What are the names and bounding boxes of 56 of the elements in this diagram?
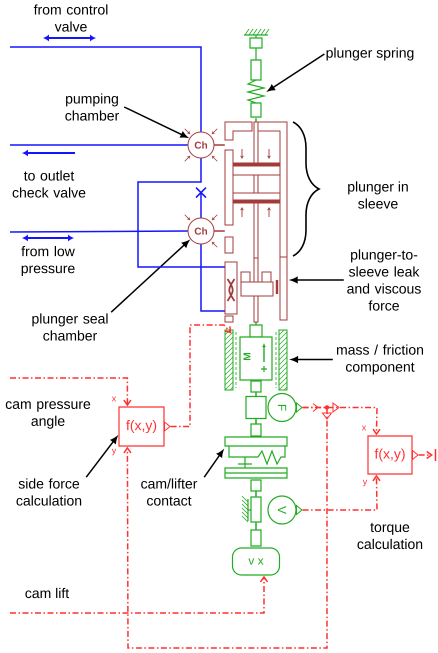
pipe-line: [214, 144, 225, 146]
text-label: plunger in sleeve: [348, 181, 408, 209]
transducer-block: [245, 396, 267, 420]
leader-arrow: [290, 276, 344, 284]
caption-text: torque calculation: [358, 522, 422, 550]
function-box: f(x,y): [118, 406, 171, 447]
pipe-line: [10, 144, 188, 146]
text-label: cam pressure angle: [6, 401, 90, 429]
callout-label: pumping chamber: [65, 93, 119, 121]
leak-damper-drawing: [224, 256, 288, 322]
callout-label: mass / friction component: [336, 344, 424, 375]
rod-line: [255, 419, 257, 424]
text-label: to outlet check valve: [12, 170, 86, 198]
pipe-line: [214, 230, 225, 232]
callout-label: plunger-to-sleeve leak and viscous force: [347, 249, 421, 311]
leader-arrow: [110, 240, 190, 313]
leader-arrow: [86, 436, 118, 478]
spring-symbol: [246, 37, 266, 118]
rod-line: [255, 322, 257, 324]
port-label: y: [362, 480, 368, 486]
rod-line: [255, 522, 257, 530]
pipe-line: [200, 244, 225, 312]
port-label: x: [362, 426, 366, 430]
signal-line: [10, 576, 268, 614]
function-box: f(x,y): [367, 435, 419, 475]
transducer-block: [250, 496, 262, 523]
leader-arrow: [124, 106, 188, 138]
callout-label: plunger spring: [326, 47, 414, 61]
signal-line: [123, 406, 328, 649]
mass-block: M: [224, 324, 288, 393]
signal-line: [170, 324, 232, 428]
text-label: from low pressure: [21, 246, 75, 276]
contact-drawing: [224, 423, 288, 492]
leader-arrow: [291, 356, 333, 363]
pipe-line: [200, 192, 202, 218]
port-label: y: [112, 448, 116, 456]
cam-block: v x: [232, 529, 280, 576]
text-label: cam lift: [25, 588, 70, 598]
callout-label: plunger seal chamber: [32, 313, 108, 341]
text-label: from control valve: [34, 4, 108, 32]
rod-line: [255, 118, 257, 122]
callout-label: side force calculation: [16, 478, 82, 506]
pipe-line: [137, 158, 225, 268]
port-label: x: [112, 396, 116, 402]
signal-line: [418, 450, 433, 460]
leader-arrow: [204, 450, 224, 478]
pipe-line: [10, 46, 202, 132]
signal-line: [10, 377, 132, 406]
leader-arrow: [268, 53, 325, 92]
rod-line: [255, 491, 257, 496]
signal-line: [302, 474, 381, 511]
pipe-line: [10, 230, 188, 233]
callout-label: cam/lifter contact: [141, 478, 198, 506]
plunger-sleeve-drawing: [224, 122, 288, 258]
cross-mark: [195, 186, 207, 198]
rod-line: [255, 392, 257, 396]
